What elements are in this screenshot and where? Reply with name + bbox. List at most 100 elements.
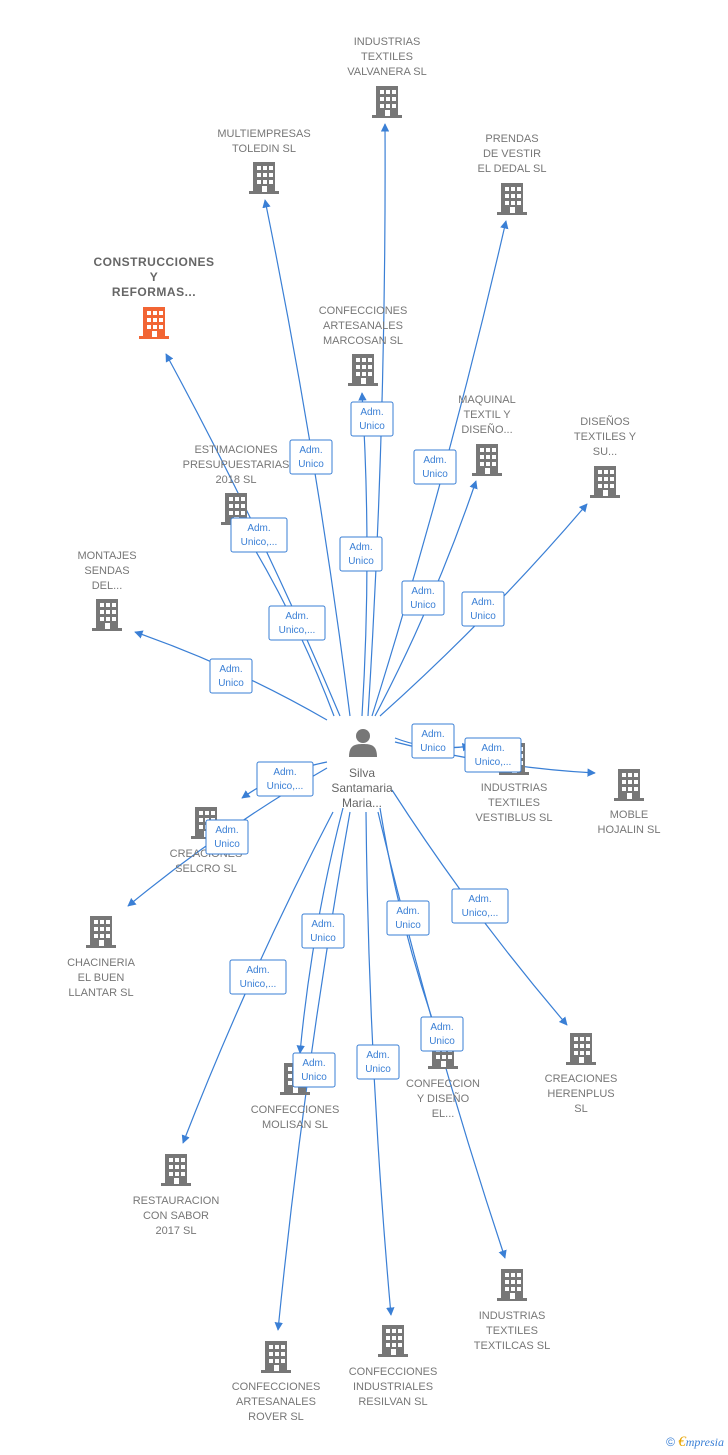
relation-label[interactable]: Adm.Unico,...	[230, 517, 288, 553]
relation-label[interactable]: Adm.Unico	[292, 1052, 336, 1088]
relation-label[interactable]: Adm.Unico,...	[256, 761, 314, 797]
relation-label[interactable]: Adm.Unico	[461, 591, 505, 627]
relation-label-box	[205, 819, 249, 855]
relation-label-text: Unico	[470, 611, 496, 622]
relation-label[interactable]: Adm.Unico	[209, 658, 253, 694]
relation-label[interactable]: Adm.Unico	[350, 401, 394, 437]
company-name-line: EL...	[432, 1108, 455, 1120]
relation-label[interactable]: Adm.Unico,...	[268, 605, 326, 641]
company-node[interactable]: CONSTRUCCIONESYREFORMAS...	[93, 255, 214, 339]
relation-label-text: Adm.	[285, 611, 308, 622]
relation-label-text: Unico,...	[240, 979, 277, 990]
relation-label-text: Adm.	[299, 445, 322, 456]
center-person-node[interactable]: Silva Santamaria Maria...	[331, 729, 393, 810]
relation-label-text: Adm.	[311, 919, 334, 930]
relation-label[interactable]: Adm.Unico,...	[451, 888, 509, 924]
company-name-line: ARTESANALES	[323, 320, 403, 332]
person-name-line: Silva	[349, 766, 375, 780]
company-name-line: TEXTIL Y	[463, 409, 511, 421]
building-icon	[497, 1269, 527, 1301]
relation-label-text: Adm.	[421, 729, 444, 740]
company-name-line: 2017 SL	[156, 1225, 197, 1237]
company-name-line: MAQUINAL	[458, 394, 515, 406]
company-name-line: TEXTILCAS SL	[474, 1340, 550, 1352]
building-icon	[472, 444, 502, 476]
company-name-line: PRESUPUESTARIAS	[183, 459, 290, 471]
relation-label-text: Adm.	[430, 1022, 453, 1033]
relation-label-box	[386, 900, 430, 936]
relation-label-text: Adm.	[219, 664, 242, 675]
relation-label-box	[411, 723, 455, 759]
company-name-line: DE VESTIR	[483, 148, 541, 160]
company-name-line: HERENPLUS	[547, 1088, 614, 1100]
company-name-line: SELCRO SL	[175, 863, 237, 875]
company-name-line: CONFECCIONES	[251, 1104, 340, 1116]
relation-label[interactable]: Adm.Unico	[401, 580, 445, 616]
company-node[interactable]: MONTAJESSENDASDEL...	[77, 550, 137, 631]
company-name-line: CONFECCIONES	[349, 1366, 438, 1378]
relation-label[interactable]: Adm.Unico	[205, 819, 249, 855]
relation-label-box	[230, 517, 288, 553]
relation-label-text: Adm.	[396, 906, 419, 917]
company-name-line: ROVER SL	[248, 1411, 304, 1423]
company-name-line: CON SABOR	[143, 1210, 209, 1222]
building-icon	[497, 183, 527, 215]
relation-label-box	[301, 913, 345, 949]
relation-label-text: Adm.	[302, 1058, 325, 1069]
relation-label-text: Adm.	[273, 767, 296, 778]
company-name-line: CREACIONES	[545, 1073, 618, 1085]
relation-label-box	[289, 439, 333, 475]
relation-label[interactable]: Adm.Unico	[301, 913, 345, 949]
company-name-line: TEXTILES	[486, 1325, 538, 1337]
relation-label-text: Adm.	[366, 1050, 389, 1061]
relation-label-box	[420, 1016, 464, 1052]
relation-label-text: Unico,...	[462, 908, 499, 919]
relation-label[interactable]: Adm.Unico	[411, 723, 455, 759]
company-name-line: Y DISEÑO	[417, 1092, 470, 1105]
relation-label-text: Unico	[359, 421, 385, 432]
relation-label-text: Unico,...	[475, 757, 512, 768]
relation-label[interactable]: Adm.Unico	[386, 900, 430, 936]
relation-label-box	[339, 536, 383, 572]
building-icon	[348, 354, 378, 386]
relation-label[interactable]: Adm.Unico	[356, 1044, 400, 1080]
relation-label[interactable]: Adm. Unico	[289, 439, 333, 475]
relation-label-box	[401, 580, 445, 616]
company-name-line: SU...	[593, 446, 617, 458]
relation-label-text: Unico	[298, 459, 324, 470]
building-icon	[566, 1033, 596, 1065]
relation-label[interactable]: Adm.Unico	[413, 449, 457, 485]
company-node[interactable]: MAQUINAL TEXTIL Y DISEÑO...	[458, 394, 516, 476]
relation-label[interactable]: Adm.Unico	[420, 1016, 464, 1052]
company-name-line: SENDAS	[84, 565, 129, 577]
person-name-line: Maria...	[342, 796, 382, 810]
relation-label[interactable]: Adm.Unico,...	[229, 959, 287, 995]
relation-label-box	[356, 1044, 400, 1080]
company-name-line: PRENDAS	[485, 133, 538, 145]
relation-label[interactable]: Adm.Unico	[339, 536, 383, 572]
building-icon	[261, 1341, 291, 1373]
relation-label[interactable]: Adm.Unico,...	[464, 737, 522, 773]
company-name-line: INDUSTRIAS	[354, 36, 421, 48]
relation-label-text: Adm.	[349, 542, 372, 553]
company-name-line: Y	[150, 270, 159, 284]
company-name-line: DISEÑO...	[461, 423, 512, 436]
company-name-line: ARTESANALES	[236, 1396, 316, 1408]
